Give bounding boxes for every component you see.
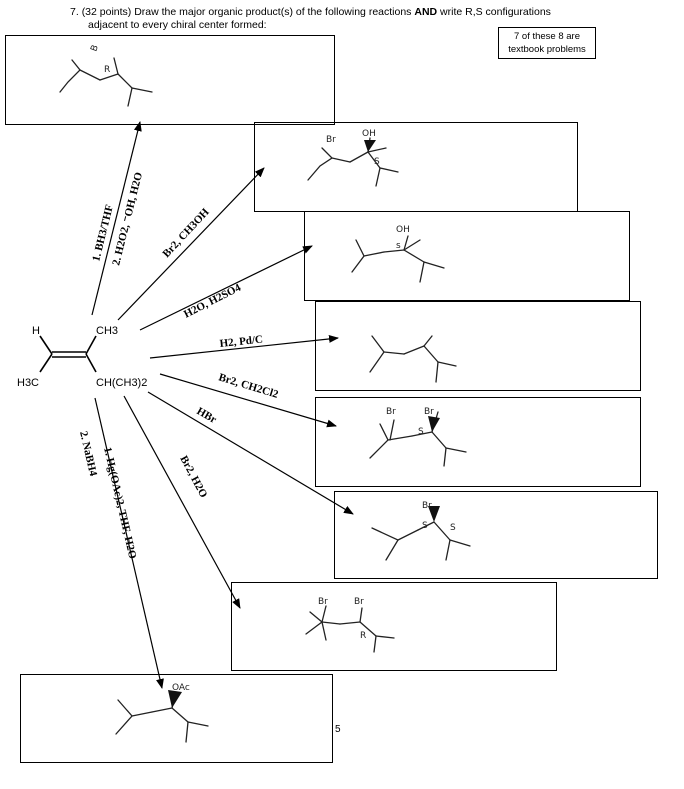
reagent-h2-pdc: H2, Pd/C xyxy=(219,334,263,350)
arrow-br2-meoh xyxy=(117,167,265,321)
p2-oh: OH xyxy=(362,129,376,139)
reactant-isopropyl: CH(CH3)2 xyxy=(96,377,147,389)
product-7-structure xyxy=(305,605,395,653)
p6-br: Br xyxy=(422,501,432,511)
product-4-structure xyxy=(369,335,457,383)
arrow-oxymercuration xyxy=(94,397,164,689)
product-box-6[interactable] xyxy=(334,491,658,579)
product-box-5[interactable] xyxy=(315,397,641,487)
reagent-br2-h2o: Br2, H2O xyxy=(177,454,209,500)
wedge-product-6 xyxy=(428,506,440,522)
product-box-7[interactable] xyxy=(231,582,557,671)
reactant-alkene xyxy=(39,335,97,373)
p5-br1: Br xyxy=(386,407,396,417)
p3-oh: OH xyxy=(396,225,410,235)
reactant-h3c: H3C xyxy=(17,377,39,389)
page-number: 5 xyxy=(335,724,341,735)
p6-config-2: S xyxy=(450,523,456,533)
product-5-structure xyxy=(369,411,467,467)
p7-config: R xyxy=(360,631,366,641)
arrow-hydroboration xyxy=(91,121,142,316)
p2-br: Br xyxy=(326,135,336,145)
product-3-structure xyxy=(351,235,445,283)
reactant-ch3: CH3 xyxy=(96,325,118,337)
product-8-structure xyxy=(115,691,209,743)
question-heading: 7. (32 points) Draw the major organic pr… xyxy=(70,6,551,18)
arrow-h2o-h2so4 xyxy=(139,245,313,331)
reagent-oxymercuration-2: 2. NaBH4 xyxy=(77,430,99,478)
arrow-br2-h2o xyxy=(123,395,241,609)
p7-br1: Br xyxy=(318,597,328,607)
question-subheading: adjacent to every chiral center formed: xyxy=(88,19,267,31)
arrow-br2-ch2cl2 xyxy=(159,373,337,428)
wedge-product-2 xyxy=(364,140,376,152)
arrow-h2-pdc xyxy=(149,334,339,359)
reagent-br2-ch2cl2: Br2, CH2Cl2 xyxy=(217,371,280,401)
p6-config-1: S xyxy=(422,521,428,531)
reagent-h2o-h2so4: H2O, H2SO4 xyxy=(182,281,243,320)
product-box-1[interactable] xyxy=(5,35,335,125)
product-2-structure xyxy=(307,137,399,187)
product-6-structure xyxy=(371,521,471,561)
reagent-hbr: HBr xyxy=(195,405,219,426)
p3-config: s xyxy=(396,241,401,251)
reagent-oxymercuration-1: 1. Hg(OAc)2, THF, H2O xyxy=(101,446,138,560)
p1-boron: B xyxy=(89,44,101,53)
product-1-structure xyxy=(59,57,153,107)
product-box-4[interactable] xyxy=(315,301,641,391)
p5-config: S xyxy=(418,427,424,437)
reagent-br2-meoh: Br2, CH3OH xyxy=(160,206,212,260)
wedge-product-8 xyxy=(168,690,182,708)
p8-oac: OAc xyxy=(172,683,190,693)
product-box-3[interactable] xyxy=(304,211,630,301)
arrow-hbr xyxy=(147,391,354,515)
wedge-product-5 xyxy=(428,416,440,432)
p2-config: S xyxy=(374,157,380,167)
p1-config: R xyxy=(104,65,110,75)
note-box: 7 of these 8 are textbook problems xyxy=(498,27,596,59)
p5-br2: Br xyxy=(424,407,434,417)
product-box-8[interactable] xyxy=(20,674,333,763)
reactant-h: H xyxy=(32,325,40,337)
p7-br2: Br xyxy=(354,597,364,607)
